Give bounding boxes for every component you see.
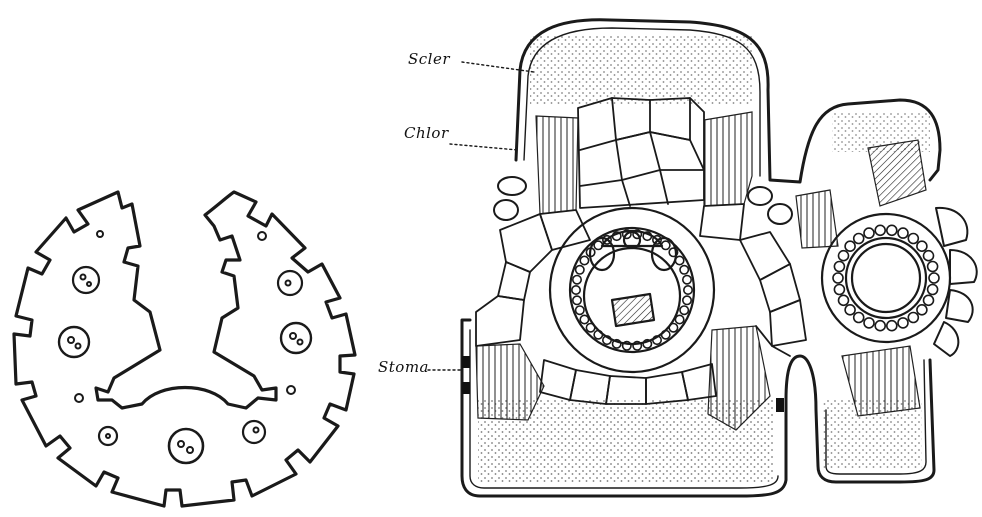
cell [576,306,584,314]
cell [929,273,939,283]
detail-section-diagram [428,20,977,496]
label-scler: Scler [408,50,450,68]
cell [875,225,885,235]
cell [683,276,691,284]
chlorenchyma-right [704,112,752,206]
cell [845,241,855,251]
label-stoma: Stoma [378,358,429,376]
vascular-bundle-lobe [822,214,950,342]
cell [924,251,934,261]
cell [924,295,934,305]
chlorenchyma-left [536,116,578,214]
cell [864,228,874,238]
chlorenchyma-lower-left [476,344,544,420]
scler-leader [462,62,534,72]
cell [928,285,938,295]
cell [580,256,588,264]
cell [834,262,844,272]
cell [684,286,692,294]
cell [928,262,938,272]
cell [586,324,594,332]
sclerenchyma-top [530,34,752,106]
cell [833,273,843,283]
cell [887,225,897,235]
label-chlor: Chlor [404,124,449,142]
cell [675,315,683,323]
cell [572,286,580,294]
cell [594,331,602,339]
cell [839,251,849,261]
cell [839,295,849,305]
cell [917,241,927,251]
cell [683,296,691,304]
cell [573,276,581,284]
vascular-bundle-main [550,208,714,372]
cell [917,305,927,315]
transverse-section-diagram [14,192,355,506]
cell [854,234,864,244]
cell [834,285,844,295]
cell [573,296,581,304]
cell [662,331,670,339]
cell [845,305,855,315]
cell [898,318,908,328]
cell [675,256,683,264]
cell [908,234,918,244]
cell [854,313,864,323]
cell [580,315,588,323]
cell [680,266,688,274]
cell [680,306,688,314]
cell [908,313,918,323]
cell [898,228,908,238]
cell [576,266,584,274]
chlor-leader [450,144,518,150]
cell [669,324,677,332]
cell [875,321,885,331]
cell [864,318,874,328]
cell [887,321,897,331]
